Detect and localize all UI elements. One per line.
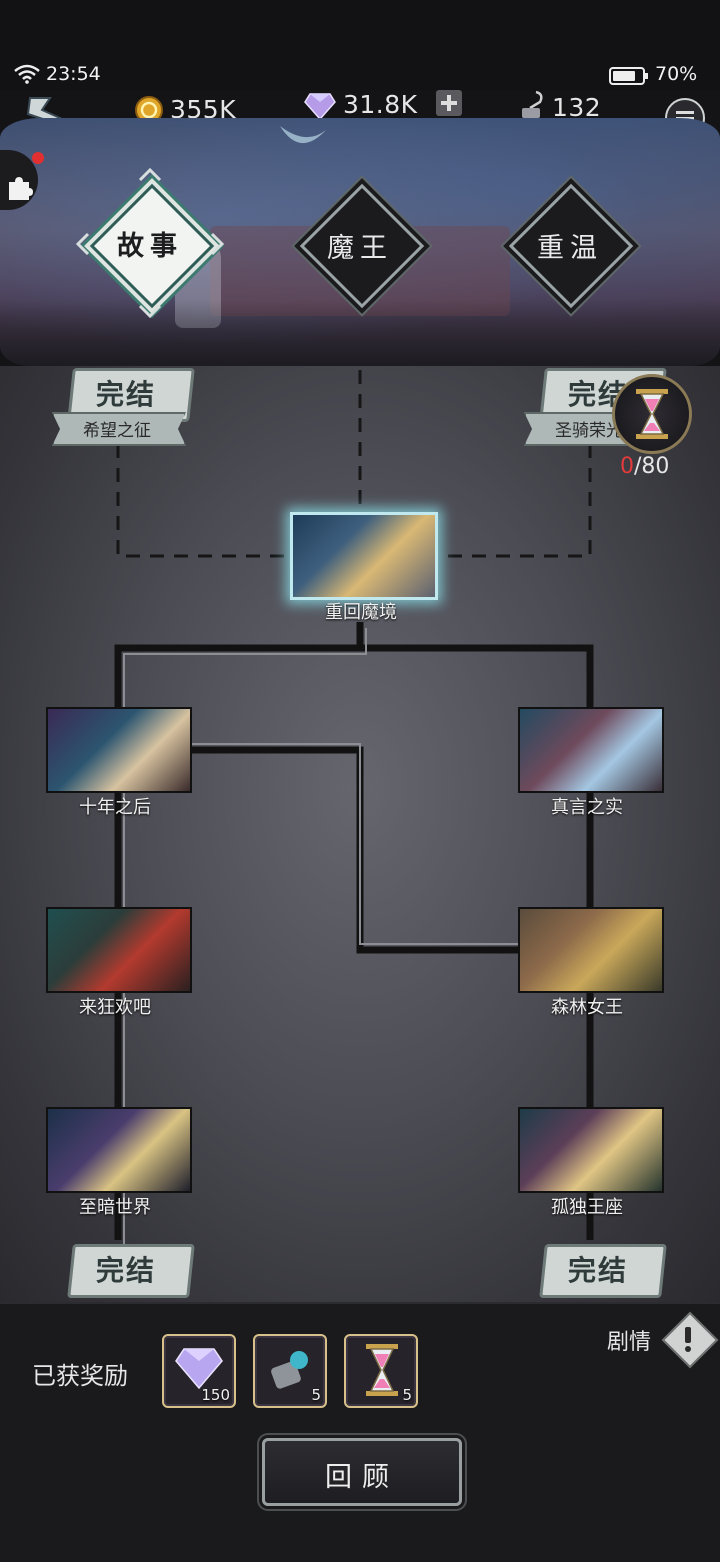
ink-amount: 132	[552, 93, 602, 122]
story-node-title: 至暗世界	[79, 1197, 151, 1218]
wifi-icon	[14, 64, 40, 84]
exclamation-icon	[685, 1327, 691, 1352]
gold-coin-icon	[135, 96, 163, 124]
battery-level: 70%	[655, 63, 698, 85]
chevron-up-icon	[138, 168, 162, 182]
review-button[interactable]: 回顾	[262, 1438, 462, 1506]
story-node-title: 孤独王座	[551, 1197, 623, 1218]
gem-icon	[304, 93, 336, 120]
chevron-left-icon	[76, 232, 90, 256]
ending-title: 希望之征	[83, 421, 151, 441]
banner-shade	[0, 300, 720, 366]
reward-count: 5	[402, 1386, 412, 1404]
story-node-title: 森林女王	[551, 997, 623, 1018]
gem-icon	[175, 1348, 223, 1390]
scroll-icon	[271, 1351, 308, 1389]
tab-revisit-label: 重温	[537, 233, 603, 264]
reward-count: 150	[201, 1386, 230, 1404]
clock: 23:54	[46, 63, 101, 85]
chevron-down-icon	[138, 304, 162, 318]
ending-title: 圣骑荣光	[555, 421, 623, 441]
story-node-title: 来狂欢吧	[79, 997, 151, 1018]
story-node-title: 真言之实	[551, 797, 623, 818]
chevron-right-icon	[210, 232, 224, 256]
plus-icon	[441, 95, 457, 111]
gem-amount: 31.8K	[343, 90, 418, 119]
notification-dot	[32, 152, 44, 164]
story-node-title: 十年之后	[79, 797, 151, 818]
puzzle-button[interactable]	[0, 150, 44, 210]
story-node-thumbnail	[46, 907, 192, 993]
story-node-thumbnail	[518, 907, 664, 993]
moon-icon	[280, 126, 326, 144]
ending-badge-text: 完结	[567, 1254, 628, 1287]
rewards-label: 已获奖励	[32, 1362, 128, 1390]
hourglass-progress: 0/80	[620, 454, 669, 479]
story-label: 剧情	[607, 1330, 652, 1355]
reward-scroll[interactable]: 5	[253, 1334, 327, 1408]
ink-quill-icon	[522, 90, 543, 118]
story-node-title: 重回魔境	[325, 602, 397, 623]
hourglass-icon	[366, 1344, 398, 1396]
hourglass-icon	[636, 389, 668, 439]
battery-icon	[609, 67, 648, 85]
tab-demon-king-label: 魔王	[327, 233, 393, 264]
reward-hourglass[interactable]: 5	[344, 1334, 418, 1408]
story-node-thumbnail	[290, 512, 438, 600]
story-node-thumbnail	[518, 1107, 664, 1193]
story-node-thumbnail	[46, 707, 192, 793]
status-bar: 23:54 70%	[0, 0, 720, 90]
story-node-thumbnail	[518, 707, 664, 793]
add-gems-button[interactable]	[436, 90, 462, 116]
puzzle-icon	[9, 177, 33, 200]
hourglass-max: /80	[634, 454, 670, 479]
ending-badge-text: 完结	[95, 378, 156, 411]
review-button-label: 回顾	[325, 1462, 399, 1493]
tab-story-label: 故事	[117, 231, 183, 262]
hourglass-counter-button[interactable]	[612, 374, 692, 454]
reward-count: 5	[311, 1386, 321, 1404]
hourglass-current: 0	[620, 454, 634, 479]
reward-gems[interactable]: 150	[162, 1334, 236, 1408]
story-node-thumbnail	[46, 1107, 192, 1193]
ending-badge-text: 完结	[95, 1254, 156, 1287]
